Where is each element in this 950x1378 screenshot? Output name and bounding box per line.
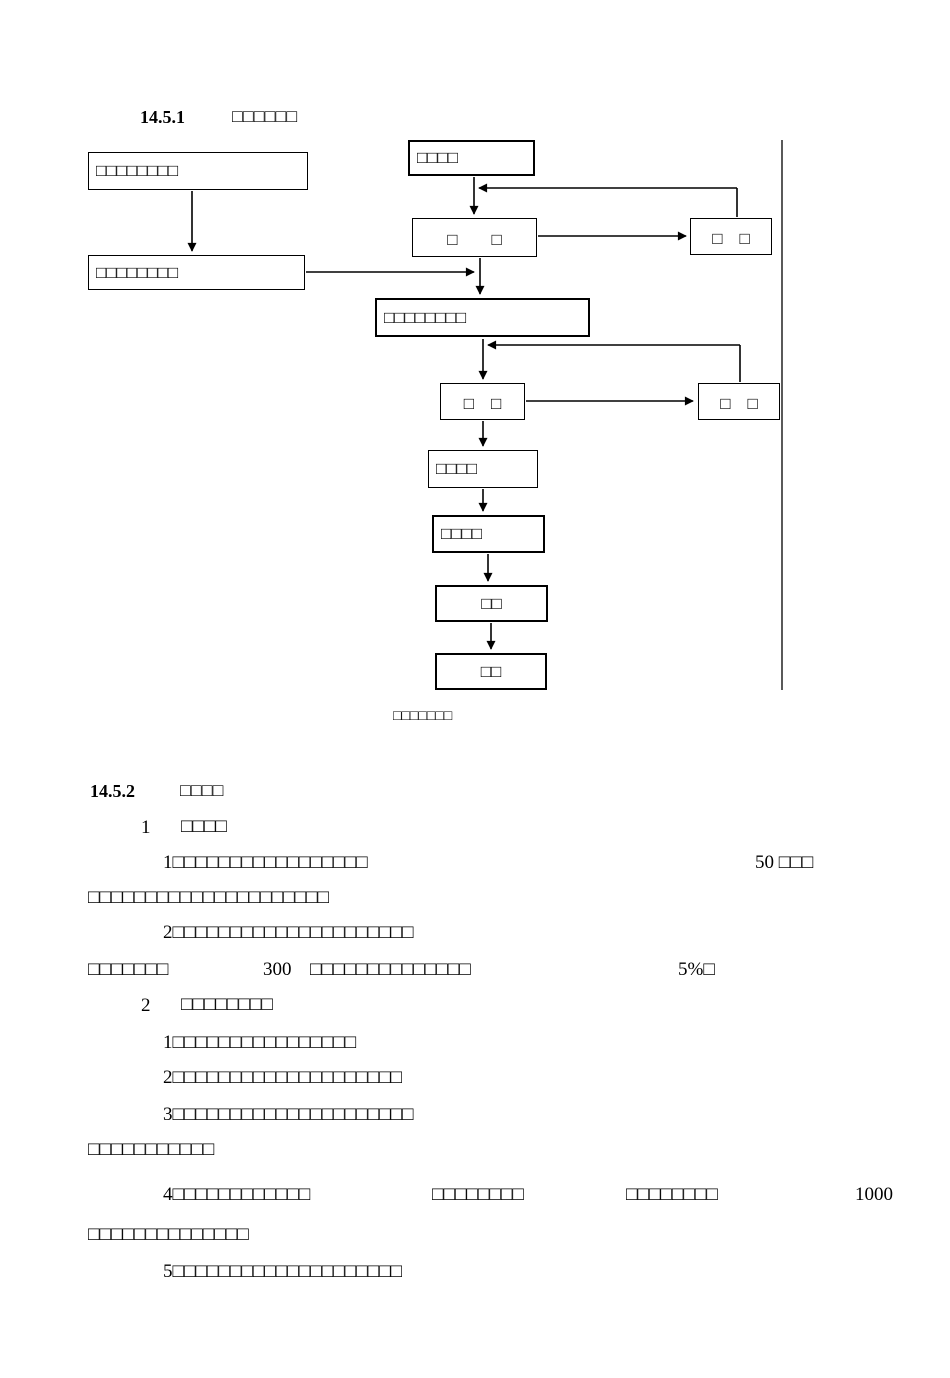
item-2-number: 2 xyxy=(141,995,151,1016)
clause-2-4-line1-b: □□□□□□□□ xyxy=(432,1184,524,1205)
section-14-5-1-title: □□□□□□ xyxy=(232,106,298,126)
clause-1-2-line1: 2□□□□□□□□□□□□□□□□□□□□□ xyxy=(163,922,414,943)
clause-2-2: 2□□□□□□□□□□□□□□□□□□□□ xyxy=(163,1067,403,1088)
flowchart-box-side1: □ □ xyxy=(690,218,772,255)
flowchart-box-review1: □ □ xyxy=(412,218,537,257)
item-2-title: □□□□□□□□ xyxy=(181,994,273,1015)
clause-2-4-line2: □□□□□□□□□□□□□□ xyxy=(88,1224,249,1245)
flowchart-caption: □□□□□□□ xyxy=(393,709,453,724)
flowchart-box-left-top: □□□□□□□□ xyxy=(88,152,308,190)
flowchart-box-review2: □ □ xyxy=(440,383,525,420)
clause-2-4-line1-c: □□□□□□□□ xyxy=(626,1184,718,1205)
flowchart-box-top: □□□□ xyxy=(408,140,535,176)
clause-2-4-line1-d: 1000 xyxy=(855,1184,893,1205)
clause-1-2-line2-c: □□□□□□□□□□□□□□ xyxy=(310,959,471,980)
flowchart-box-left-bottom: □□□□□□□□ xyxy=(88,255,305,290)
flowchart-box-wide: □□□□□□□□ xyxy=(375,298,590,337)
clause-1-2-line2-a: □□□□□□□ xyxy=(88,959,169,980)
clause-2-4-line1-a: 4□□□□□□□□□□□□ xyxy=(163,1184,311,1205)
section-14-5-2-title: □□□□ xyxy=(180,780,224,800)
clause-2-3-line2: □□□□□□□□□□□ xyxy=(88,1139,215,1160)
clause-1-2-line2-b: 300 xyxy=(263,959,292,980)
clause-1-1-line2: □□□□□□□□□□□□□□□□□□□□□ xyxy=(88,887,329,908)
flowchart-box-step2: □□□□ xyxy=(432,515,545,553)
item-1-title: □□□□ xyxy=(181,816,227,837)
clause-2-5: 5□□□□□□□□□□□□□□□□□□□□ xyxy=(163,1261,403,1282)
section-14-5-2-number: 14.5.2 xyxy=(90,781,135,801)
flowchart-box-side2: □ □ xyxy=(698,383,780,420)
clause-1-1-line1-right: 50 □□□ xyxy=(755,852,814,873)
flowchart-box-step1: □□□□ xyxy=(428,450,538,488)
clause-1-2-line2-d: 5%□ xyxy=(678,959,715,980)
flowchart-box-step3: □□ xyxy=(435,585,548,622)
clause-1-1-line1-left: 1□□□□□□□□□□□□□□□□□ xyxy=(163,852,368,873)
item-1-number: 1 xyxy=(141,817,151,838)
flowchart-box-step4: □□ xyxy=(435,653,547,690)
clause-2-1: 1□□□□□□□□□□□□□□□□ xyxy=(163,1032,357,1053)
section-14-5-1-number: 14.5.1 xyxy=(140,107,185,127)
clause-2-3-line1: 3□□□□□□□□□□□□□□□□□□□□□ xyxy=(163,1104,414,1125)
